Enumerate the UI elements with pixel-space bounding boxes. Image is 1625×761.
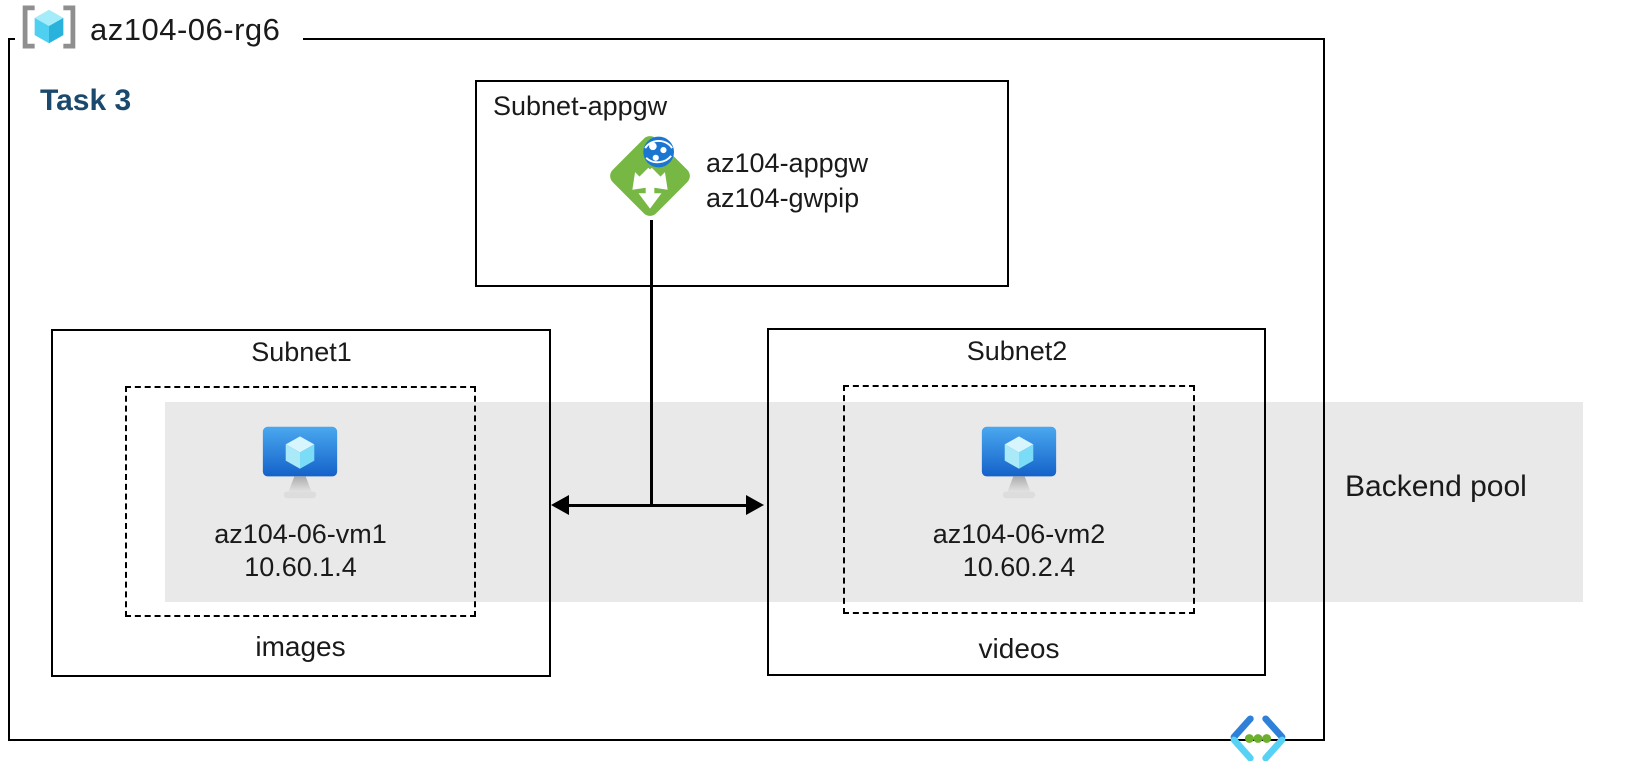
resource-group-box [8,38,1325,741]
appgw-subnet-box [475,80,1009,287]
virtual-machine-icon [981,426,1057,499]
subnet1-backend-dashed-box [125,386,476,617]
subnet2-backend-dashed-box [843,385,1195,614]
vm2-name: az104-06-vm2 [932,519,1106,549]
application-gateway-icon [610,136,690,216]
task-label: Task 3 [40,84,132,117]
subnet1-box [51,329,551,677]
arrowhead-right-icon [746,495,764,515]
subnet2-box [767,328,1266,676]
arrowhead-left-icon [551,495,569,515]
virtual-machine-icon [262,426,338,499]
appgw-connector-line [650,220,653,507]
subnet1-pool-label: images [255,631,346,662]
backend-pool-label: Backend pool [1345,470,1527,503]
vm1-ip: 10.60.1.4 [244,552,357,582]
vm1-name: az104-06-vm1 [214,519,387,549]
backend-pool-band [165,402,1583,602]
appgw-labels: az104-appgw az104-gwpip [706,146,868,216]
vm2-ip: 10.60.2.4 [962,552,1076,582]
resource-group-title: az104-06-rg6 [90,12,281,47]
top-border-gap [15,34,303,45]
appgw-subnet-title: Subnet-appgw [493,91,668,121]
subnet2-title: Subnet2 [966,336,1068,366]
subnet2-pool-label: videos [978,633,1060,664]
resource-group-icon [22,5,76,49]
appgw-pip-label: az104-gwpip [706,183,860,213]
virtual-network-icon [1230,715,1286,761]
appgw-name-label: az104-appgw [706,148,869,178]
subnet-connector-line [567,504,748,507]
subnet1-title: Subnet1 [251,337,352,367]
